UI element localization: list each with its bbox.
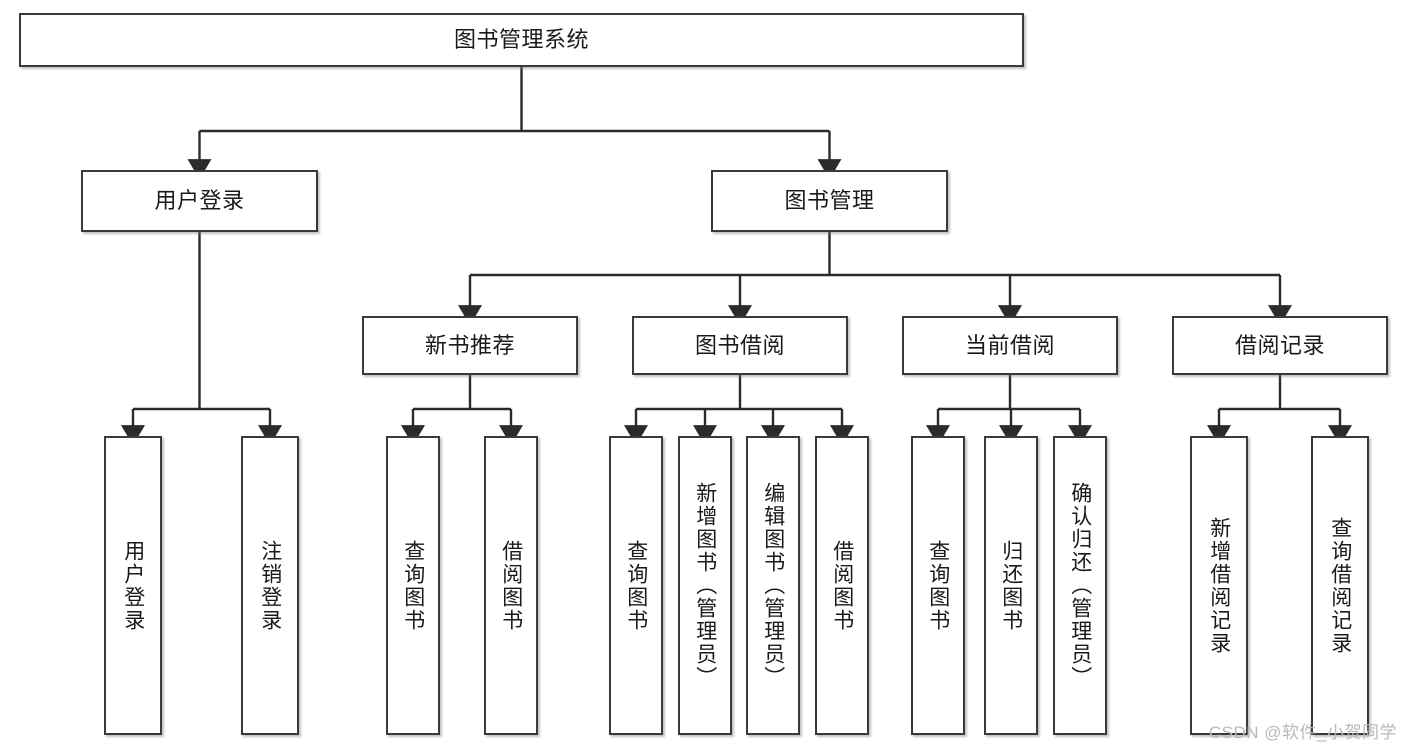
leaf-confirm-return-admin[interactable]: 确认归还（管理员） [1053, 436, 1107, 735]
leaf-add-borrow-record[interactable]: 新增借阅记录 [1190, 436, 1248, 735]
csdn-watermark: CSDN @软件_小贺同学 [1208, 723, 1397, 742]
node-label: 借阅记录 [1234, 332, 1325, 358]
node-label: 用户登录 [121, 539, 145, 632]
leaf-borrow-book[interactable]: 借阅图书 [815, 436, 869, 735]
node-label: 确认归还（管理员） [1068, 482, 1092, 689]
leaf-query-book-borrow[interactable]: 查询图书 [609, 436, 663, 735]
node-new-book-recommend[interactable]: 新书推荐 [362, 316, 578, 375]
node-label: 图书管理系统 [453, 27, 589, 53]
node-label: 借阅图书 [830, 539, 854, 632]
node-book-borrow[interactable]: 图书借阅 [632, 316, 848, 375]
node-label: 查询图书 [624, 539, 648, 632]
leaf-logout[interactable]: 注销登录 [241, 436, 299, 735]
leaf-add-book-admin[interactable]: 新增图书（管理员） [678, 436, 732, 735]
node-borrow-records[interactable]: 借阅记录 [1172, 316, 1388, 375]
node-label: 当前借阅 [964, 332, 1055, 358]
node-label: 借阅图书 [499, 539, 523, 632]
leaf-return-book[interactable]: 归还图书 [984, 436, 1038, 735]
node-label: 查询图书 [926, 539, 950, 632]
leaf-query-book-recommend[interactable]: 查询图书 [386, 436, 440, 735]
node-current-borrow[interactable]: 当前借阅 [902, 316, 1118, 375]
node-label: 查询借阅记录 [1328, 516, 1352, 655]
node-label: 图书管理 [784, 188, 875, 214]
node-label: 新增图书（管理员） [693, 482, 717, 689]
leaf-query-book-current[interactable]: 查询图书 [911, 436, 965, 735]
node-label: 用户登录 [154, 188, 245, 214]
node-label: 归还图书 [999, 539, 1023, 632]
node-book-management[interactable]: 图书管理 [711, 170, 948, 232]
leaf-edit-book-admin[interactable]: 编辑图书（管理员） [746, 436, 800, 735]
leaf-query-borrow-record[interactable]: 查询借阅记录 [1311, 436, 1369, 735]
node-label: 查询图书 [401, 539, 425, 632]
node-root-system[interactable]: 图书管理系统 [19, 13, 1024, 67]
leaf-user-login[interactable]: 用户登录 [104, 436, 162, 735]
leaf-borrow-book-recommend[interactable]: 借阅图书 [484, 436, 538, 735]
node-label: 图书借阅 [694, 332, 785, 358]
node-label: 新书推荐 [424, 332, 515, 358]
node-label: 新增借阅记录 [1207, 516, 1231, 655]
node-label: 注销登录 [258, 539, 282, 632]
node-user-login[interactable]: 用户登录 [81, 170, 318, 232]
node-label: 编辑图书（管理员） [761, 482, 785, 689]
